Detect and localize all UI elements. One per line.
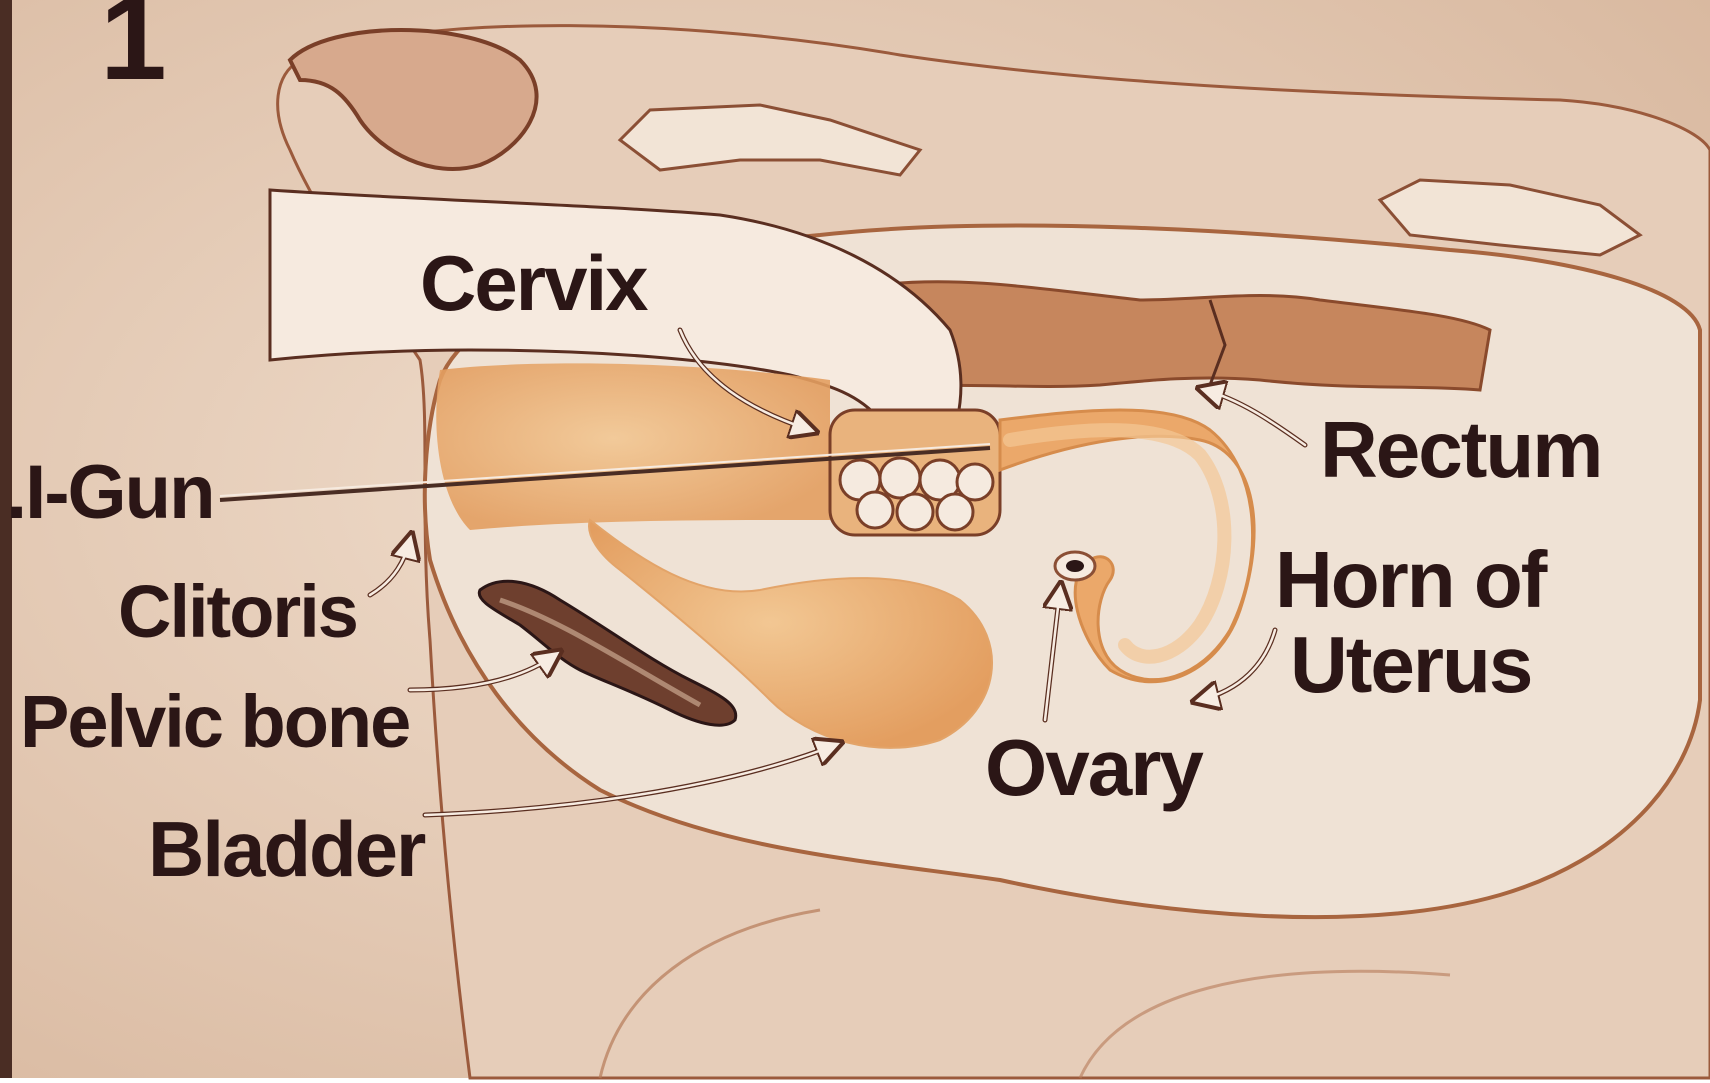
cervix-rings bbox=[830, 410, 1000, 535]
label-horn-of-uterus-line2: Uterus bbox=[1290, 625, 1531, 705]
label-ai-gun: .I-Gun bbox=[6, 455, 214, 531]
corner-mark: 1 bbox=[100, 0, 167, 98]
label-rectum: Rectum bbox=[1320, 410, 1601, 490]
left-edge bbox=[0, 0, 12, 1083]
label-horn-of-uterus-line1: Horn of bbox=[1275, 540, 1545, 620]
ovary-dot bbox=[1066, 560, 1084, 572]
label-clitoris: Clitoris bbox=[118, 575, 357, 649]
label-cervix: Cervix bbox=[420, 244, 647, 322]
label-bladder: Bladder bbox=[148, 810, 424, 888]
label-pelvic-bone: Pelvic bone bbox=[20, 685, 409, 759]
reproductive-tract bbox=[436, 363, 830, 530]
label-ovary: Ovary bbox=[985, 728, 1202, 808]
